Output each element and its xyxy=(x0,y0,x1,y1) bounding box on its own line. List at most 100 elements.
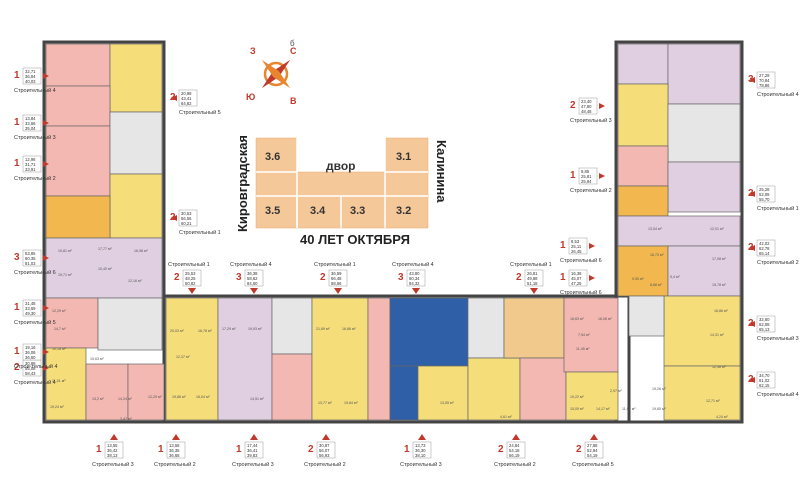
callout-box xyxy=(524,269,544,287)
callout-area: 78,86 xyxy=(759,83,770,88)
callout-arrow-icon xyxy=(43,255,49,261)
apartment-left-1[interactable] xyxy=(45,43,111,87)
room-area: 12,29 м² xyxy=(148,395,162,399)
callout-rooms: 1 xyxy=(14,117,20,128)
callout-name: Строительный 6 xyxy=(14,269,56,276)
apartment-bottom-9[interactable] xyxy=(519,357,567,421)
apartment-bottom-7[interactable] xyxy=(467,357,521,421)
callout-name: Строительный 1 xyxy=(179,229,221,236)
apartment-right-3[interactable] xyxy=(617,83,669,147)
courtyard-label: двор xyxy=(326,159,356,173)
apartment-bottom-selected-2[interactable] xyxy=(389,365,419,421)
callout-area: 65,13 xyxy=(759,327,770,332)
apartment-right-6[interactable] xyxy=(617,185,669,217)
apartment-bottom-selected[interactable] xyxy=(389,297,469,367)
apartment-right-11[interactable] xyxy=(663,365,741,421)
apartment-left-9[interactable] xyxy=(45,347,87,421)
apartment-right-10[interactable] xyxy=(663,295,741,367)
apartment-bottom-2[interactable] xyxy=(217,297,273,421)
callout-area: 35,04 xyxy=(25,126,36,131)
apartment-right-2[interactable] xyxy=(667,43,741,105)
street-right: Калинина xyxy=(434,140,449,203)
room-area: 13,2 м² xyxy=(92,397,104,401)
apartment-left-5[interactable] xyxy=(109,173,163,239)
apartment-bottom-6[interactable] xyxy=(417,365,469,421)
callout-area: 43,80 xyxy=(409,271,420,276)
room-area: 15,78 м² xyxy=(712,283,726,287)
callout-box xyxy=(166,441,186,459)
apartment-bottom-10[interactable] xyxy=(563,297,619,373)
callout-area: 33,66 xyxy=(25,121,36,126)
apartment-bottom-8[interactable] xyxy=(503,297,565,359)
stair-right xyxy=(667,103,741,163)
apartment-bottom-5[interactable] xyxy=(367,297,391,421)
apartment-bottom-1[interactable] xyxy=(165,297,219,421)
callout-box xyxy=(756,371,776,389)
apartment-left-2[interactable] xyxy=(109,43,163,113)
apartment-bottom-3[interactable] xyxy=(271,353,313,421)
apartment-left-7[interactable] xyxy=(45,237,163,299)
callout-area: 62,15 xyxy=(759,383,770,388)
callout-box xyxy=(244,269,264,287)
callout-rooms: 1 xyxy=(560,240,566,251)
callout-name: Строительный 3 xyxy=(757,335,799,342)
apartment-left-3[interactable] xyxy=(45,85,111,127)
callout-area: 56,56 xyxy=(181,216,192,221)
elevator-right xyxy=(628,295,665,337)
room-area: 16,06 м² xyxy=(598,317,612,321)
callout-arrow-icon xyxy=(188,288,196,294)
apartment-right-9[interactable] xyxy=(667,245,741,297)
block-3-3: 3.3 xyxy=(350,205,365,217)
apartment-left-6[interactable] xyxy=(45,195,111,239)
apartment-bottom-11[interactable] xyxy=(565,371,619,421)
apartment-left-4[interactable] xyxy=(45,125,111,197)
callout-arrow-icon xyxy=(418,434,426,440)
room-area: 19,81 м² xyxy=(58,249,72,253)
callout-area: 25,94 xyxy=(581,179,592,184)
callout-area: 36,06 xyxy=(25,350,36,355)
apartment-right-5[interactable] xyxy=(667,161,741,213)
apartment-left-11[interactable] xyxy=(127,363,165,421)
apartment-bottom-4[interactable] xyxy=(311,297,369,421)
apartment-left-10[interactable] xyxy=(85,363,129,421)
apartment-right-4[interactable] xyxy=(617,145,669,187)
callout-area: 17,44 xyxy=(247,443,258,448)
callout-area: 42,02 xyxy=(759,241,770,246)
callout-area: 31,71 xyxy=(25,162,36,167)
apartment-right-7[interactable] xyxy=(617,215,741,247)
room-area: 16,86 м² xyxy=(342,327,356,331)
apartment-right-1[interactable] xyxy=(617,43,669,85)
callout-area: 25,53 xyxy=(185,271,196,276)
block-3-6: 3.6 xyxy=(265,151,280,163)
